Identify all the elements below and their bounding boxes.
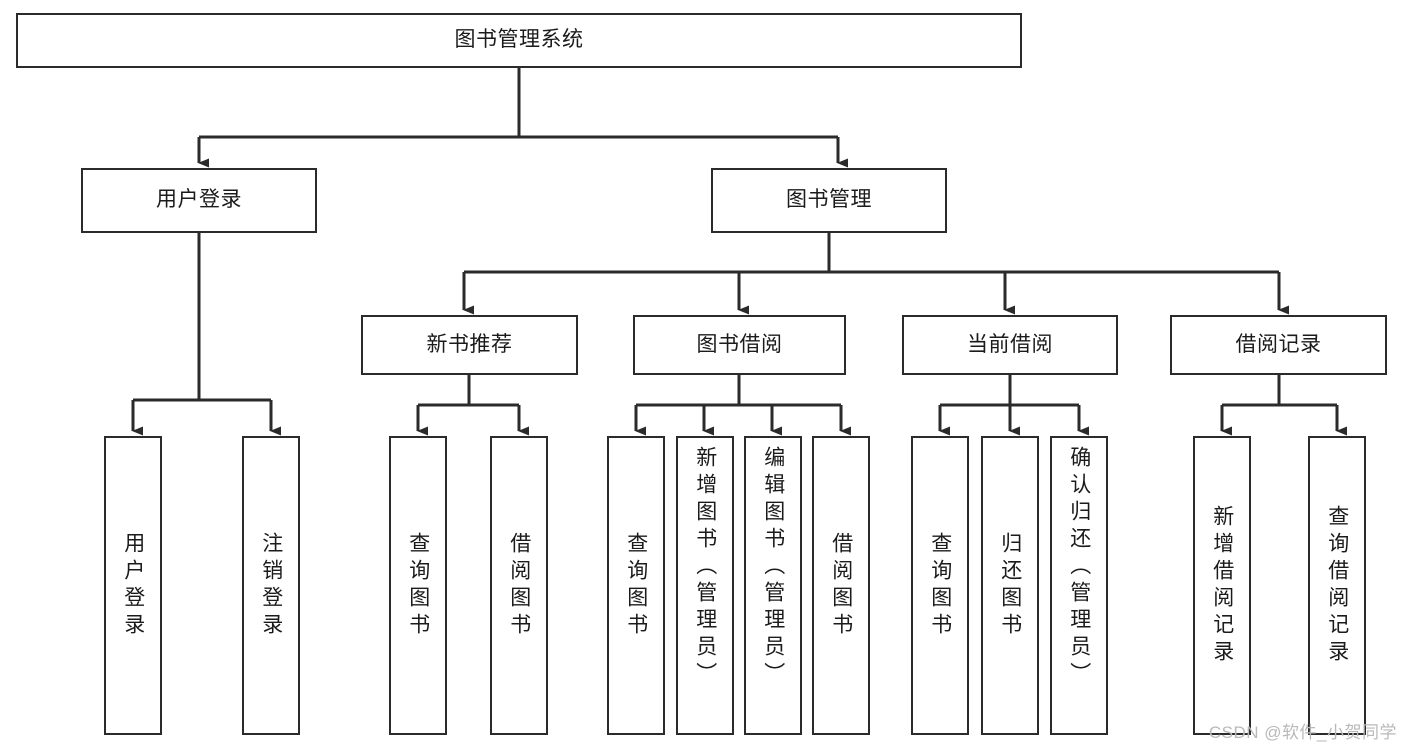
watermark-text: CSDN @软件_小贺同学 bbox=[1208, 723, 1397, 742]
node-leaf-borrow-book-2[interactable]: 借阅图书 bbox=[812, 436, 870, 735]
node-leaf-query-book-3-label: 查询图书 bbox=[928, 531, 952, 640]
node-root-book-management-system[interactable]: 图书管理系统 bbox=[16, 13, 1022, 68]
node-leaf-logout[interactable]: 注销登录 bbox=[242, 436, 300, 735]
node-leaf-borrow-book-1-label: 借阅图书 bbox=[507, 531, 531, 640]
node-leaf-confirm-return-admin[interactable]: 确认归还（管理员） bbox=[1050, 436, 1108, 735]
node-leaf-query-borrow-record-label: 查询借阅记录 bbox=[1325, 504, 1349, 667]
node-leaf-edit-book-admin[interactable]: 编辑图书（管理员） bbox=[744, 436, 802, 735]
node-borrow-record[interactable]: 借阅记录 bbox=[1170, 315, 1387, 375]
node-leaf-query-borrow-record[interactable]: 查询借阅记录 bbox=[1308, 436, 1366, 735]
node-book-borrow[interactable]: 图书借阅 bbox=[633, 315, 846, 375]
node-current-borrow-label: 当前借阅 bbox=[967, 332, 1053, 356]
node-leaf-return-book[interactable]: 归还图书 bbox=[981, 436, 1039, 735]
node-book-management-label: 图书管理 bbox=[786, 188, 872, 212]
node-user-login-label: 用户登录 bbox=[156, 188, 242, 212]
node-borrow-record-label: 借阅记录 bbox=[1235, 332, 1322, 356]
node-leaf-edit-book-admin-label: 编辑图书（管理员） bbox=[761, 446, 785, 689]
node-new-book-recommend-label: 新书推荐 bbox=[426, 332, 513, 356]
node-leaf-add-borrow-record-label: 新增借阅记录 bbox=[1210, 504, 1234, 667]
node-leaf-add-borrow-record[interactable]: 新增借阅记录 bbox=[1193, 436, 1251, 735]
node-leaf-query-book-2[interactable]: 查询图书 bbox=[607, 436, 665, 735]
node-leaf-confirm-return-admin-label: 确认归还（管理员） bbox=[1067, 446, 1091, 689]
node-leaf-logout-label: 注销登录 bbox=[259, 531, 283, 640]
node-leaf-user-login[interactable]: 用户登录 bbox=[104, 436, 162, 735]
node-leaf-user-login-label: 用户登录 bbox=[121, 531, 145, 640]
node-leaf-query-book-2-label: 查询图书 bbox=[624, 531, 648, 640]
node-current-borrow[interactable]: 当前借阅 bbox=[902, 315, 1118, 375]
node-leaf-query-book-1[interactable]: 查询图书 bbox=[389, 436, 447, 735]
node-user-login[interactable]: 用户登录 bbox=[81, 168, 317, 233]
node-leaf-add-book-admin[interactable]: 新增图书（管理员） bbox=[676, 436, 734, 735]
node-leaf-query-book-3[interactable]: 查询图书 bbox=[911, 436, 969, 735]
node-leaf-add-book-admin-label: 新增图书（管理员） bbox=[693, 446, 717, 689]
node-leaf-return-book-label: 归还图书 bbox=[998, 531, 1022, 640]
node-book-borrow-label: 图书借阅 bbox=[696, 332, 783, 356]
node-leaf-borrow-book-1[interactable]: 借阅图书 bbox=[490, 436, 548, 735]
node-leaf-borrow-book-2-label: 借阅图书 bbox=[829, 531, 853, 640]
node-root-label: 图书管理系统 bbox=[454, 28, 584, 52]
node-new-book-recommend[interactable]: 新书推荐 bbox=[361, 315, 578, 375]
node-leaf-query-book-1-label: 查询图书 bbox=[406, 531, 430, 640]
node-book-management[interactable]: 图书管理 bbox=[711, 168, 947, 233]
